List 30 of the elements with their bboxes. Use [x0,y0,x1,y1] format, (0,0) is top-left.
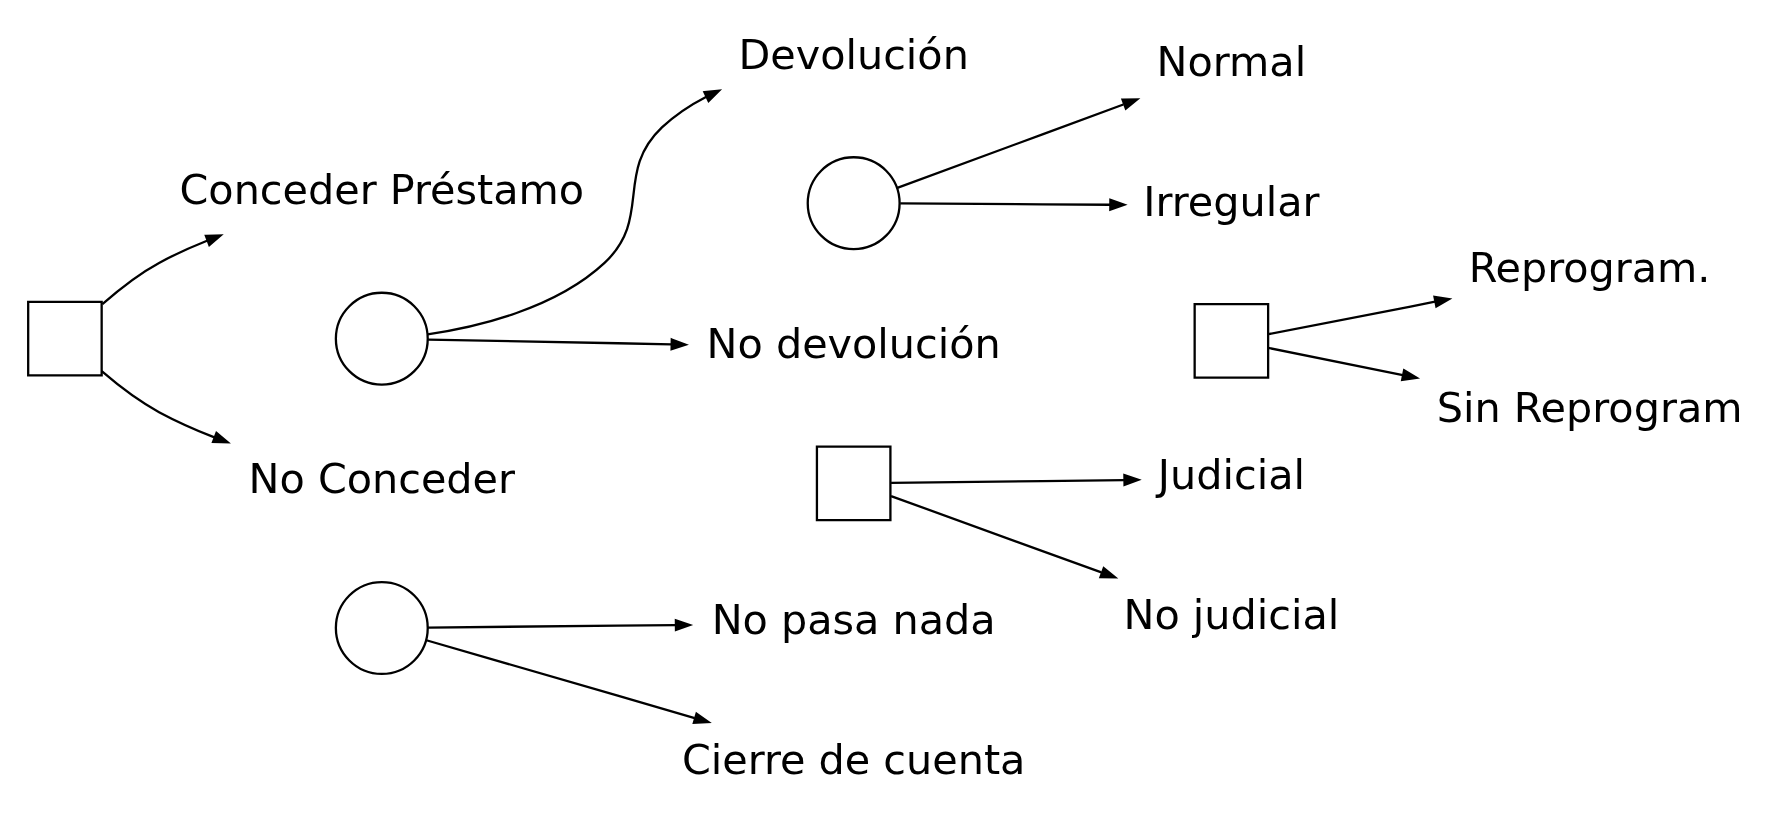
arrow [426,639,712,725]
node-text: No judicial [1123,590,1340,639]
node-text: No Conceder [248,455,516,504]
node-text: Devolución [738,30,969,79]
arrow [428,337,689,351]
node-text: Reprogram. [1468,244,1711,293]
arrow [101,234,224,306]
node-box [815,445,892,522]
arrow [428,618,694,632]
node-box [27,300,103,377]
arrow [101,370,231,444]
node-text: Irregular [1143,177,1320,226]
arrow [1268,295,1453,336]
node-text: Conceder Préstamo [179,166,585,215]
arrow [891,473,1142,487]
arrow [427,89,723,336]
arrow [890,495,1119,579]
node-box [1193,303,1270,379]
node-circle [806,156,901,251]
node-text: Normal [1156,37,1307,86]
node-circle [334,580,429,676]
arrow [900,198,1128,212]
arrow [896,98,1141,189]
node-text: No pasa nada [711,595,996,644]
node-text: No devolución [706,319,1001,368]
node-circle [334,291,429,386]
node-text: Judicial [1157,450,1305,499]
node-text: Sin Reprogram [1436,384,1743,433]
arrow [1268,346,1421,382]
node-text: Cierre de cuenta [681,735,1026,784]
